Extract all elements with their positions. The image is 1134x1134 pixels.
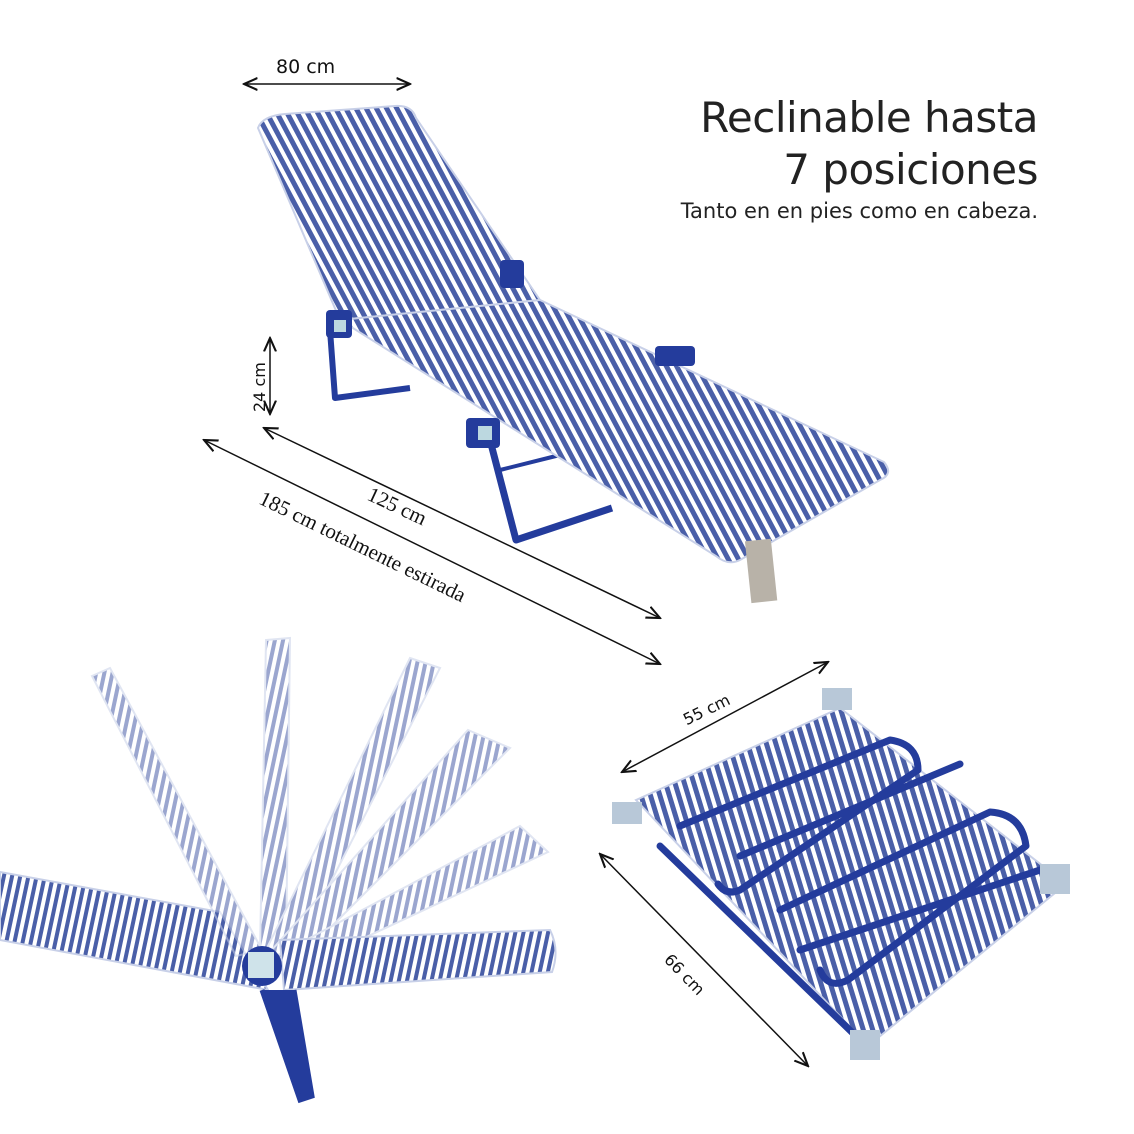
fan-position-2 bbox=[258, 636, 292, 953]
heading-subtitle: Tanto en en pies como en cabeza. bbox=[680, 199, 1038, 223]
folded-frame-lower bbox=[776, 808, 1030, 987]
folded-frame-upper bbox=[676, 736, 922, 896]
heading-line-1: Reclinable hasta bbox=[700, 93, 1038, 142]
folded-bar-3 bbox=[656, 842, 864, 1044]
back-leg-frame bbox=[327, 329, 411, 401]
dimension-line-full bbox=[204, 440, 660, 664]
heading-block: Reclinable hasta 7 posiciones Tanto en e… bbox=[680, 92, 1039, 224]
hinge bbox=[500, 260, 524, 288]
dimension-line-folded-width bbox=[622, 662, 828, 772]
dimension-label-height: 24 cm bbox=[250, 362, 269, 412]
dimension-line-folded-length bbox=[600, 854, 808, 1066]
hinge bbox=[655, 346, 695, 366]
backrest-fabric bbox=[256, 104, 542, 322]
dimension-label-width: 80 cm bbox=[276, 56, 336, 78]
foot-bracket bbox=[744, 538, 778, 604]
folded-bar-1 bbox=[736, 760, 964, 860]
lounger-folded-illustration bbox=[612, 688, 1070, 1060]
folded-hinge bbox=[1040, 864, 1070, 894]
folded-bar-2 bbox=[796, 866, 1044, 954]
folded-hinge bbox=[850, 1030, 880, 1060]
folded-hinge bbox=[612, 802, 642, 824]
heading-line-2: 7 posiciones bbox=[783, 145, 1038, 194]
lounger-reclining-positions-illustration bbox=[0, 636, 557, 1104]
folded-hinge bbox=[822, 688, 852, 710]
fan-position-flat bbox=[278, 928, 557, 992]
fan-leg-frame bbox=[259, 989, 315, 1104]
